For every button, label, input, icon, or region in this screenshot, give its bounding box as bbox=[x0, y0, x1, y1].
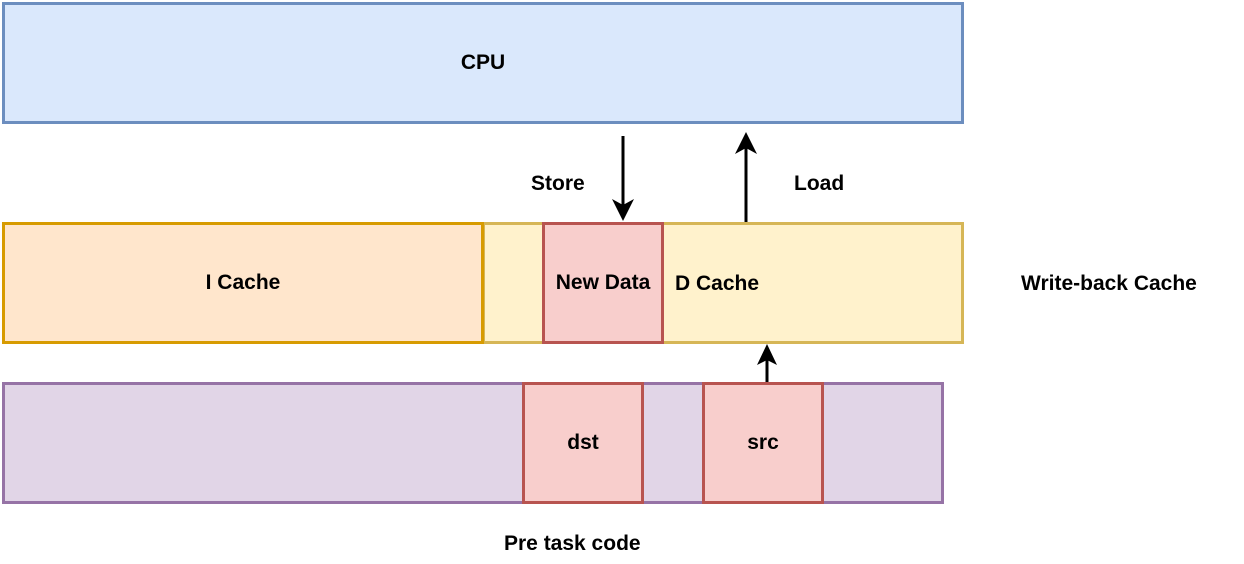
cpu-label: CPU bbox=[460, 51, 506, 74]
dst-label: dst bbox=[567, 431, 599, 454]
pre-task-code-caption: Pre task code bbox=[504, 532, 641, 555]
dst-block: dst bbox=[522, 382, 644, 504]
write-back-cache-label: Write-back Cache bbox=[1021, 272, 1197, 295]
load-label: Load bbox=[794, 172, 845, 195]
store-arrow bbox=[612, 136, 634, 221]
src-block: src bbox=[702, 382, 824, 504]
src-to-cache-arrow bbox=[757, 344, 777, 382]
new-data-label: New Data bbox=[555, 271, 651, 294]
d-cache-label: D Cache bbox=[675, 272, 760, 295]
store-label: Store bbox=[531, 172, 585, 195]
src-label: src bbox=[747, 431, 779, 454]
load-arrow bbox=[735, 132, 757, 222]
i-cache-label: I Cache bbox=[205, 271, 281, 294]
cpu-block: CPU bbox=[2, 2, 964, 124]
new-data-block: New Data bbox=[542, 222, 664, 344]
i-cache-block: I Cache bbox=[2, 222, 484, 344]
